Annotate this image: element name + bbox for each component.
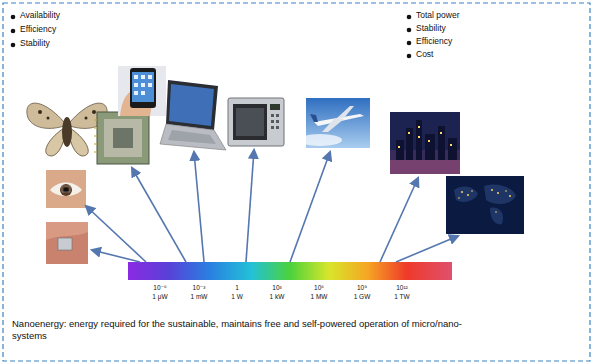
- criterion-text: Efficiency: [20, 25, 56, 34]
- criterion-text: Cost: [416, 50, 433, 59]
- scale-power: 1 GW: [354, 293, 371, 300]
- criterion-text: Stability: [416, 24, 446, 33]
- scale-exponent: 10⁶: [314, 284, 324, 291]
- earth-night-photo: [446, 176, 524, 234]
- scale-power: 1 μW: [152, 293, 167, 300]
- criterion-text: Total power: [416, 11, 459, 20]
- scale-exponent: 10¹²: [396, 284, 408, 291]
- spectrum-bar: [128, 262, 452, 280]
- city-night-photo: [390, 112, 460, 174]
- criterion-text: Efficiency: [416, 37, 452, 46]
- processor-chip-photo: [94, 112, 149, 164]
- scale-exponent: 10⁹: [357, 284, 367, 291]
- caption-text: Nanoenergy: energy required for the sust…: [12, 318, 482, 343]
- scale-exponent: 1: [235, 284, 239, 291]
- insect-photo: [27, 103, 107, 156]
- scale-power: 1 kW: [270, 293, 285, 300]
- smartphone-photo: [118, 66, 166, 116]
- criterion-text: Stability: [20, 39, 50, 48]
- scale-power: 1 TW: [394, 293, 409, 300]
- criterion-text: Availability: [20, 11, 60, 20]
- scale-exponent: 10³: [272, 284, 281, 291]
- scale-power: 1 mW: [191, 293, 208, 300]
- scale-exponent: 10⁻⁶: [153, 284, 166, 291]
- eye-photo: [46, 170, 86, 208]
- scale-exponent: 10⁻³: [193, 284, 206, 291]
- skin-implant-photo: [46, 222, 88, 264]
- scale-power: 1 MW: [311, 293, 328, 300]
- bullet-dots: [11, 15, 412, 59]
- scale-power: 1 W: [231, 293, 243, 300]
- laptop-photo: [160, 80, 226, 150]
- airplane-photo: [298, 98, 370, 148]
- microwave-photo: [228, 98, 284, 146]
- dashed-frame: [3, 3, 590, 361]
- pointer-arrows: [86, 150, 458, 262]
